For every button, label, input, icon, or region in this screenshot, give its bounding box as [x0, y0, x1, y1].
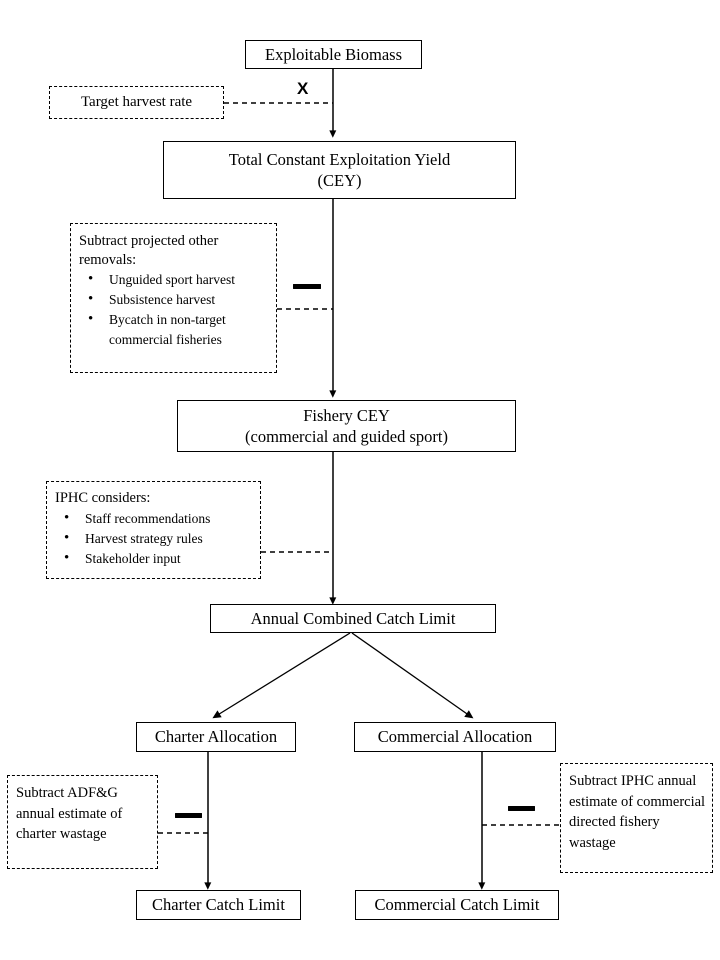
node-iphc-considers-list: Staff recommendations Harvest strategy r… — [55, 508, 254, 570]
node-annual-combined-catch-limit-label: Annual Combined Catch Limit — [250, 608, 456, 628]
list-item: Stakeholder input — [55, 548, 254, 569]
node-commercial-catch-limit: Commercial Catch Limit — [355, 890, 559, 920]
node-total-cey-line1: Total Constant Exploitation Yield — [228, 149, 451, 169]
node-charter-allocation-label: Charter Allocation — [154, 727, 278, 747]
connector-catchlimit-to-charter — [212, 632, 351, 719]
multiply-operator: X — [297, 79, 309, 98]
node-commercial-catch-limit-label: Commercial Catch Limit — [374, 895, 540, 915]
node-commercial-wastage-label: Subtract IPHC annual estimate of commerc… — [569, 773, 706, 851]
node-target-harvest-rate: Target harvest rate — [49, 86, 224, 119]
node-charter-allocation: Charter Allocation — [136, 722, 296, 752]
node-commercial-allocation-label: Commercial Allocation — [377, 727, 533, 747]
node-charter-wastage-label: Subtract ADF&G annual estimate of charte… — [16, 785, 123, 843]
node-fishery-cey: Fishery CEY (commercial and guided sport… — [177, 400, 516, 452]
node-target-harvest-rate-label: Target harvest rate — [80, 93, 193, 110]
node-charter-catch-limit-label: Charter Catch Limit — [152, 895, 285, 915]
node-commercial-allocation: Commercial Allocation — [354, 722, 556, 752]
node-fishery-cey-line2: (commercial and guided sport) — [245, 427, 448, 446]
minus-operator-removals — [293, 284, 321, 289]
node-commercial-wastage: Subtract IPHC annual estimate of commerc… — [560, 763, 713, 873]
node-exploitable-biomass: Exploitable Biomass — [245, 40, 422, 69]
node-subtract-removals: Subtract projected other removals: Ungui… — [70, 223, 277, 373]
node-charter-wastage: Subtract ADF&G annual estimate of charte… — [7, 775, 158, 869]
node-total-cey-line2: (CEY) — [317, 171, 362, 190]
list-item: Harvest strategy rules — [55, 528, 254, 549]
node-iphc-considers-title: IPHC considers: — [55, 490, 151, 506]
node-fishery-cey-line1: Fishery CEY — [303, 405, 390, 425]
node-iphc-considers: IPHC considers: Staff recommendations Ha… — [46, 481, 261, 579]
node-total-cey: Total Constant Exploitation Yield (CEY) — [163, 141, 516, 199]
node-charter-catch-limit: Charter Catch Limit — [136, 890, 301, 920]
node-exploitable-biomass-label: Exploitable Biomass — [264, 44, 403, 64]
list-item: Unguided sport harvest — [79, 269, 270, 290]
list-item: Staff recommendations — [55, 508, 254, 529]
list-item: Bycatch in non-target commercial fisheri… — [79, 309, 270, 348]
node-subtract-removals-title: Subtract projected other removals: — [79, 233, 219, 268]
node-subtract-removals-list: Unguided sport harvest Subsistence harve… — [79, 269, 270, 349]
node-annual-combined-catch-limit: Annual Combined Catch Limit — [210, 604, 496, 633]
minus-operator-charter-wastage — [175, 813, 202, 818]
connector-catchlimit-to-commercial — [351, 632, 474, 719]
minus-operator-commercial-wastage — [508, 806, 535, 811]
list-item: Subsistence harvest — [79, 289, 270, 310]
